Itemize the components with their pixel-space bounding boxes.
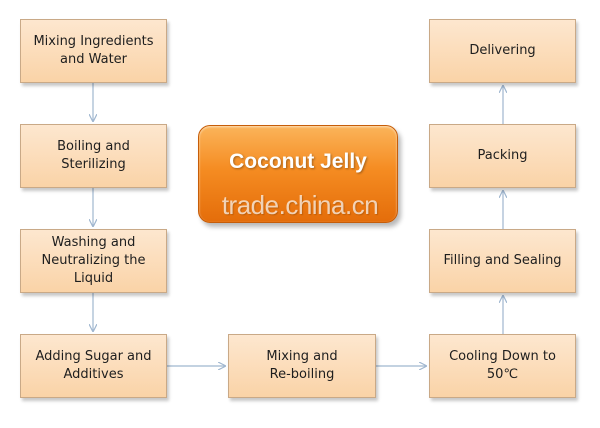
step-filling: Filling and Sealing	[429, 229, 576, 293]
step-boiling: Boiling and Sterilizing	[20, 124, 167, 188]
step-reboiling-line-1: Mixing and	[266, 349, 338, 364]
step-mixing-ingredients: Mixing Ingredients and Water	[20, 19, 167, 83]
step-delivering: Delivering	[429, 19, 576, 83]
step-washing-line-3: Liquid	[73, 271, 114, 286]
step-packing-line-1: Packing	[477, 148, 528, 163]
step-mixing-ingredients-line-1: Mixing Ingredients	[33, 34, 154, 49]
step-adding-sugar-line-1: Adding Sugar and	[35, 349, 152, 364]
step-adding-sugar: Adding Sugar and Additives	[20, 334, 167, 398]
step-filling-line-1: Filling and Sealing	[443, 253, 562, 268]
diagram-title: Coconut Jelly	[229, 150, 367, 173]
step-adding-sugar-line-2: Additives	[63, 367, 124, 382]
step-cooling-line-1: Cooling Down to	[449, 349, 556, 364]
step-reboiling: Mixing and Re-boiling	[228, 334, 376, 398]
step-delivering-line-1: Delivering	[469, 43, 536, 58]
diagram-title-box: Coconut Jelly	[198, 125, 398, 223]
step-reboiling-line-2: Re-boiling	[269, 367, 335, 382]
step-boiling-line-1: Boiling and	[57, 139, 130, 154]
step-washing-line-2: Neutralizing the	[41, 253, 146, 268]
step-washing: Washing and Neutralizing the Liquid	[20, 229, 167, 293]
step-cooling: Cooling Down to 50℃	[429, 334, 576, 398]
step-washing-line-1: Washing and	[51, 235, 136, 250]
step-cooling-line-2: 50℃	[486, 367, 519, 382]
step-packing: Packing	[429, 124, 576, 188]
step-boiling-line-2: Sterilizing	[61, 157, 126, 172]
step-mixing-ingredients-line-2: and Water	[59, 52, 128, 67]
